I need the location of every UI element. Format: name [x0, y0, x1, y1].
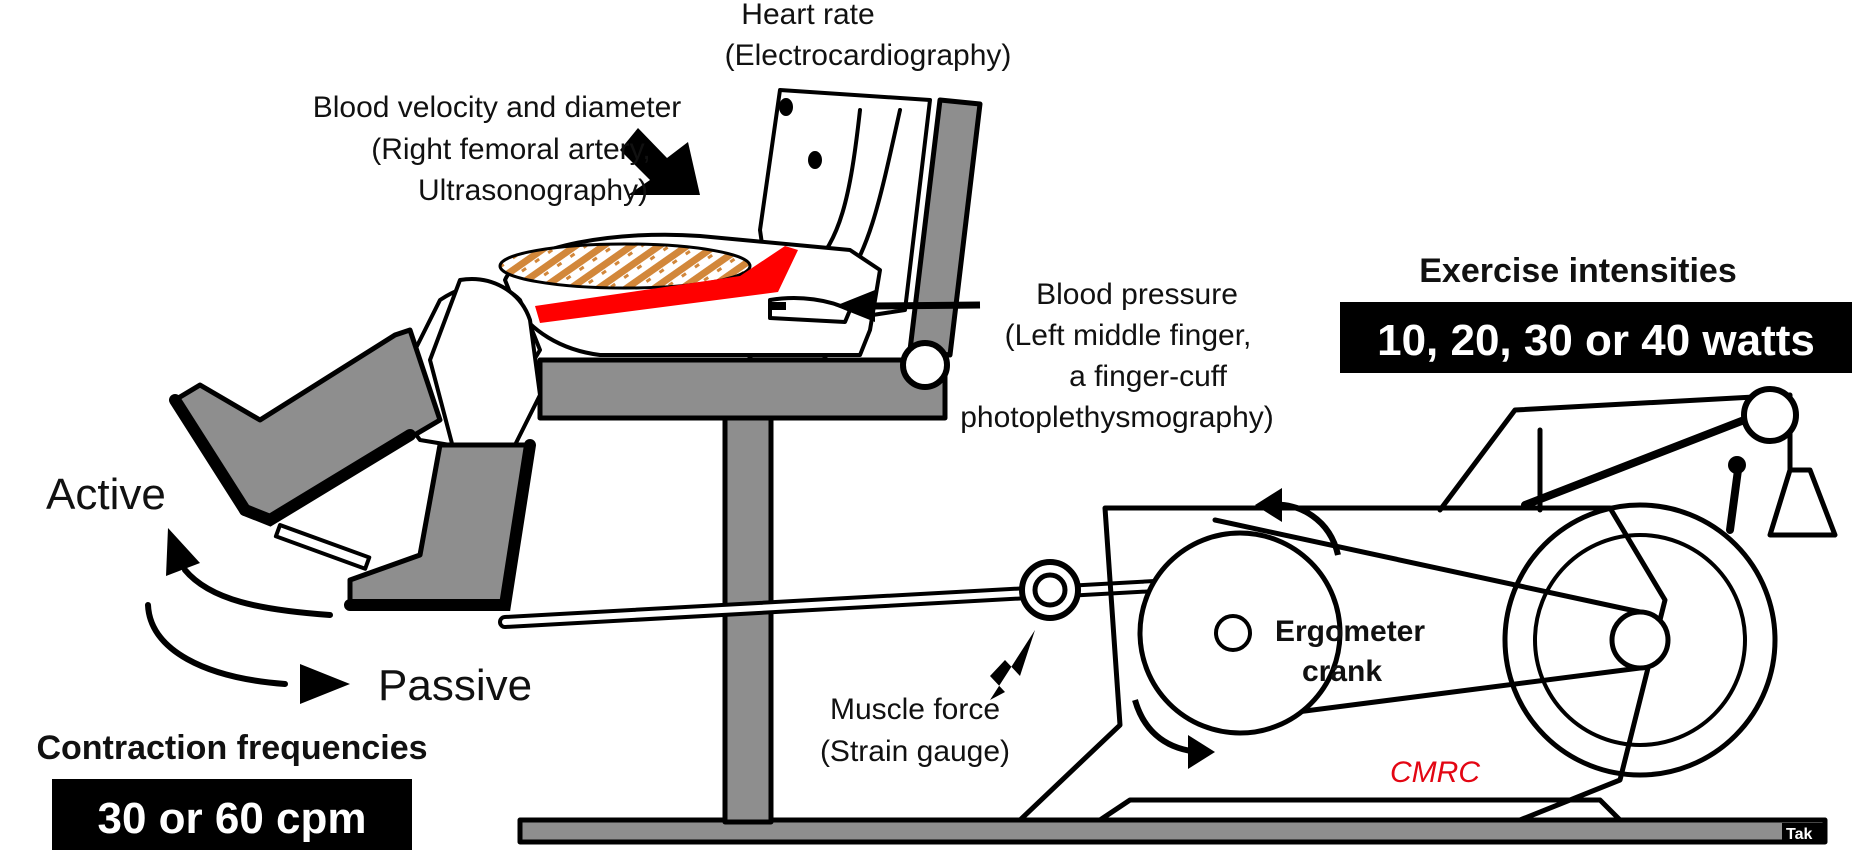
tension-weight: [1767, 467, 1838, 538]
femoral-artery: [535, 246, 798, 323]
ecg-electrode-lower: [808, 151, 822, 169]
crank-label-line2: crank: [1302, 655, 1382, 688]
ecg-electrode-upper: [779, 98, 793, 116]
passive-arrow-head: [300, 664, 350, 704]
base-platform: [517, 817, 1828, 845]
chair-seat: [537, 357, 948, 421]
intensity-badge: 10, 20, 30 or 40 watts: [1340, 302, 1852, 373]
blood-velocity-method: Ultrasonography): [418, 174, 648, 207]
muscle-force-method: (Strain gauge): [820, 735, 1010, 768]
blood-velocity-title: Blood velocity and diameter: [313, 91, 682, 124]
blood-velocity-site: (Right femoral artery,: [371, 133, 651, 166]
brake-strap: [1521, 406, 1774, 534]
person-leg-right: [344, 277, 542, 611]
blood-pressure-title: Blood pressure: [1036, 278, 1238, 311]
muscle-force-arrow: [990, 630, 1035, 700]
crank-hub: [1214, 614, 1252, 652]
thigh-muscle-hatch: [498, 242, 752, 290]
exercise-intensities-heading: Exercise intensities: [1419, 252, 1737, 290]
frequency-badge-text: 30 or 60 cpm: [97, 794, 366, 843]
blood-pressure-arrow: [835, 290, 981, 322]
active-label: Active: [46, 470, 166, 519]
passive-label: Passive: [378, 661, 532, 710]
flywheel-hub: [1609, 609, 1671, 671]
intensity-badge-text: 10, 20, 30 or 40 watts: [1377, 316, 1815, 365]
person-thigh: [498, 232, 882, 357]
contraction-frequencies-heading: Contraction frequencies: [36, 729, 427, 767]
crank-label-line1: Ergometer: [1275, 615, 1425, 648]
flywheel-outer: [1502, 502, 1778, 778]
tak-tag: Tak: [1782, 823, 1826, 843]
tak-tag-label: Tak: [1786, 826, 1812, 843]
active-arrow-head: [166, 528, 200, 576]
chair-pivot: [900, 340, 950, 390]
cmrc-logo: CMRC: [1390, 756, 1480, 789]
pedal-bar-left: [273, 523, 372, 571]
person-hand: [768, 296, 852, 324]
ergometer: Ergometer crank CMRC: [1017, 386, 1838, 823]
muscle-force-title: Muscle force: [830, 693, 1000, 726]
motion-arrows: [145, 528, 350, 704]
blood-velocity-arrow: [620, 128, 700, 195]
flywheel-inner: [1533, 533, 1747, 747]
heart-rate-title: Heart rate: [741, 0, 874, 31]
heart-rate-method: (Electrocardiography): [725, 39, 1012, 72]
finger-cuff: [770, 302, 786, 310]
crank-rotation-arrows: [1132, 488, 1341, 769]
chair-post: [722, 412, 774, 825]
blood-pressure-site: (Left middle finger,: [1005, 319, 1252, 352]
frequency-badge: 30 or 60 cpm: [52, 779, 412, 850]
pulley: [1741, 386, 1799, 444]
blood-pressure-method-2: photoplethysmography): [960, 401, 1274, 434]
blood-pressure-method-1: a finger-cuff: [1069, 360, 1228, 393]
